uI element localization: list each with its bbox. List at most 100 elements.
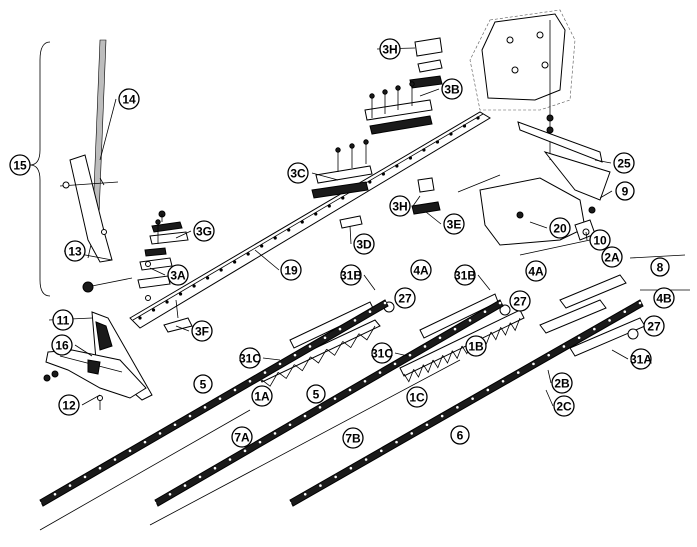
back-hole [213,466,217,470]
knife-back-holes [38,301,642,505]
callout-label: 1A [254,390,270,404]
bar-hole [287,228,291,232]
callout-circle [231,426,253,448]
back-hole [532,362,535,366]
callout-3d: 3D [353,233,375,255]
back-hole [128,449,132,453]
callout-16: 16 [51,334,73,356]
callout-circle [64,240,86,262]
bar-hole [395,164,399,168]
callout-label: 25 [617,157,631,171]
callout-8: 8 [650,257,670,277]
callout-label: 27 [398,292,412,306]
callout-5: 5 [306,384,326,404]
callout-circle [650,257,670,277]
back-hole [293,353,297,357]
callout-label: 6 [457,429,464,443]
back-hole [638,301,642,305]
back-hole [243,449,247,453]
callout-circle [193,374,213,394]
bar-hole [260,244,264,248]
back-hole [498,301,502,305]
callout-1a: 1A [251,385,273,407]
callout-label: 4A [413,264,429,278]
knife-tooth [451,345,463,360]
bar-end-clip [163,299,193,333]
bar-hole [435,140,440,144]
callout-4a: 4A [410,259,432,281]
knife-tooth [310,348,327,364]
callout-label: 31A [630,353,652,367]
callout-circle [379,38,401,60]
back-hole [395,440,398,444]
callout-label: 13 [68,245,82,259]
back-hole [288,501,292,505]
bolt-head [409,81,415,87]
callout-circle [342,427,364,449]
callout-circle [465,335,487,357]
callout-27: 27 [643,315,665,337]
callout-5: 5 [193,374,213,394]
callout-circle [601,246,623,268]
back-hole [516,371,520,374]
back-hole [338,327,342,331]
outer-shoe [43,311,153,410]
bar-hole [300,220,304,224]
back-hole [468,319,472,322]
bolt-head [349,143,355,149]
knife-tooth [509,317,521,332]
callout-label: 5 [313,388,320,402]
callout-label: 31C [239,352,261,366]
callout-13: 13 [64,240,86,262]
bar-hole [314,212,318,216]
callout-10: 10 [589,229,611,251]
callout-label: 16 [55,339,69,353]
callout-circle [643,315,665,337]
back-hole [218,397,222,400]
back-hole [562,345,566,348]
callout-14: 14 [118,88,140,110]
back-hole [319,484,322,487]
bar-hole [178,292,183,296]
callout-circle [239,347,261,369]
callout-label: 3F [195,325,209,339]
knife-tooth [294,356,311,372]
callout-label: 15 [13,159,27,173]
bolt-head [155,219,161,225]
callout-7b: 7B [342,427,364,449]
back-hole [456,406,459,409]
bar-hole [422,148,426,152]
callout-circle [118,88,140,110]
back-hole [173,423,177,427]
callout-circle [551,372,573,394]
callout-2c: 2C [553,395,575,417]
callout-2b: 2B [551,372,573,394]
knife-backs [39,299,644,507]
callout-circle [389,195,411,217]
bolt-head [382,89,388,95]
back-hole [303,493,307,496]
callout-circle [394,287,416,309]
callout-circle [251,385,273,407]
back-hole [577,336,581,340]
back-hole [438,336,442,340]
callout-circle [406,386,428,408]
callout-circle [9,154,31,176]
callout-label: 7B [345,432,361,446]
callout-3e: 3E [443,213,465,235]
group-brackets [39,239,690,531]
callout-31c: 31C [371,342,393,364]
callout-6: 6 [450,425,470,445]
back-hole [198,475,202,479]
back-hole [203,406,207,409]
callout-label: 3D [356,238,372,252]
bar-hole [233,260,237,264]
back-hole [393,362,397,366]
callout-11: 11 [52,309,74,331]
callout-label: 4B [656,292,672,306]
callout-label: 8 [657,261,664,275]
back-hole [608,319,611,322]
callout-9: 9 [615,181,635,201]
back-hole [258,440,262,444]
